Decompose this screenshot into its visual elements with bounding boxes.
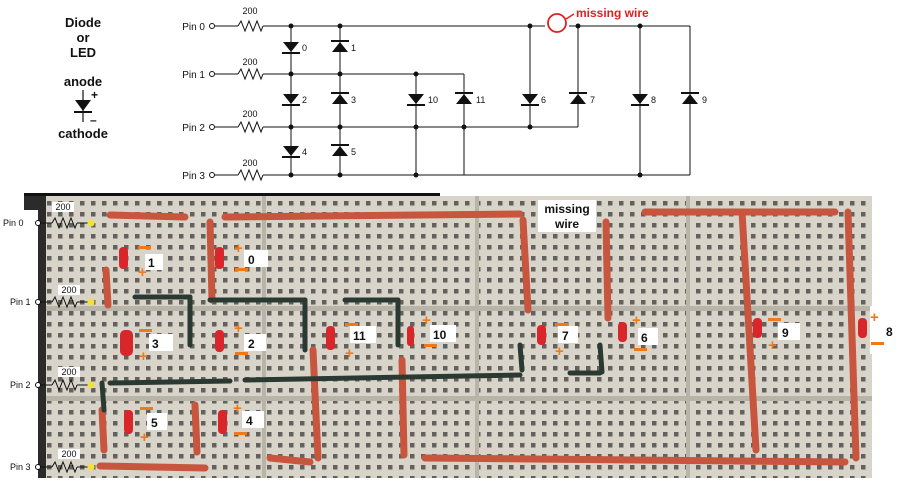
breadboard-pin-0-label: Pin 0 <box>3 218 24 228</box>
led-7-label: 7 <box>562 329 569 343</box>
breadboard-leds: + 1 + 0 + 3 + 2 <box>119 240 893 446</box>
schematic-diode-label-11: 11 <box>476 95 485 105</box>
schematic-diode-label-10: 10 <box>428 95 438 105</box>
legend-anode-label: anode <box>64 74 102 89</box>
breadboard-missing-wire-box <box>538 200 596 232</box>
led-8-label: 8 <box>886 325 893 339</box>
schematic-pin-1-label: Pin 1 <box>182 70 205 81</box>
led-2-plus: + <box>234 320 243 337</box>
led-7: + 7 <box>537 323 578 360</box>
schematic-pin-0-label: Pin 0 <box>182 22 205 33</box>
schematic-diode-label-5: 5 <box>351 147 356 157</box>
led-8: + 8 <box>858 306 893 354</box>
led-6-label: 6 <box>641 331 648 345</box>
led-9: + 9 <box>753 318 800 354</box>
schematic-diode-label-0: 0 <box>302 43 307 53</box>
led-5: + 5 <box>124 407 167 446</box>
schematic-pin-2-label: Pin 2 <box>182 123 205 134</box>
dark-wires <box>99 294 605 413</box>
schematic-resistor-2-value: 200 <box>242 109 257 119</box>
led-2: + 2 <box>215 320 266 355</box>
schematic-diode-label-1: 1 <box>351 43 356 53</box>
led-6: + 6 <box>618 312 658 351</box>
led-1-plus: + <box>138 264 147 281</box>
missing-wire-marker <box>547 13 567 33</box>
led-0-plus: + <box>234 240 243 257</box>
schematic-row-pin-2 <box>209 120 578 134</box>
led-1-label: 1 <box>148 256 155 270</box>
breadboard-resistor-0-value: 200 <box>55 202 70 212</box>
schematic-resistor-1-value: 200 <box>242 57 257 67</box>
led-3-plus: + <box>139 348 148 365</box>
led-4-plus: + <box>233 400 242 417</box>
led-5-plus: + <box>140 429 149 446</box>
schematic-resistor-3-value: 200 <box>242 158 257 168</box>
schematic <box>209 13 699 182</box>
legend-cathode-label: cathode <box>58 126 108 141</box>
legend-plus: + <box>91 88 98 102</box>
breadboard-pin-1-label: Pin 1 <box>10 297 31 307</box>
schematic-pin-3-label: Pin 3 <box>182 171 205 182</box>
schematic-diode-label-7: 7 <box>590 95 595 105</box>
schematic-diode-label-9: 9 <box>702 95 707 105</box>
breadboard-resistor-3-value: 200 <box>61 449 76 459</box>
led-4: + 4 <box>218 400 264 435</box>
schematic-row-pin-1 <box>209 67 464 81</box>
schematic-row-pin-3 <box>209 168 690 182</box>
schematic-resistor-0-value: 200 <box>242 6 257 16</box>
led-1: + 1 <box>119 246 163 281</box>
legend-minus: – <box>90 113 97 127</box>
legend-diode-icon <box>74 90 92 122</box>
breadboard-resistor-2-value: 200 <box>61 367 76 377</box>
legend-title-line-2: or <box>77 30 90 45</box>
led-10: + 10 <box>407 312 456 347</box>
led-11: + 11 <box>326 323 376 362</box>
diode-legend: Diode or LED anode + – cathode <box>58 15 108 141</box>
led-6-plus: + <box>632 312 641 329</box>
led-5-label: 5 <box>151 416 158 430</box>
missing-wire-label: missing wire <box>576 6 649 20</box>
led-10-plus: + <box>422 312 431 329</box>
schematic-row-pin-0 <box>209 19 690 33</box>
schematic-diode-label-4: 4 <box>302 147 307 157</box>
breadboard-missing-wire-line-1: missing <box>544 202 589 216</box>
led-3-label: 3 <box>152 337 159 351</box>
breadboard-pin-labels: Pin 0 Pin 1 Pin 2 Pin 3 200 200 200 200 <box>3 202 80 472</box>
led-9-plus: + <box>768 337 777 354</box>
led-3: + 3 <box>120 329 173 365</box>
schematic-diodes <box>282 40 699 158</box>
led-2-label: 2 <box>248 337 255 351</box>
led-11-plus: + <box>345 345 354 362</box>
breadboard-resistor-1-value: 200 <box>61 285 76 295</box>
led-0: + 0 <box>215 240 268 271</box>
legend-title-line-1: Diode <box>65 15 101 30</box>
led-4-label: 4 <box>246 414 253 428</box>
led-7-plus: + <box>555 343 564 360</box>
led-8-plus: + <box>870 309 879 326</box>
schematic-diode-label-3: 3 <box>351 95 356 105</box>
schematic-junctions <box>288 23 643 178</box>
breadboard-missing-wire-line-2: wire <box>554 217 579 231</box>
schematic-diode-label-2: 2 <box>302 95 307 105</box>
schematic-diode-label-6: 6 <box>541 95 546 105</box>
legend-title-line-3: LED <box>70 45 96 60</box>
breadboard-pin-2-label: Pin 2 <box>10 380 31 390</box>
led-10-label: 10 <box>433 328 447 342</box>
led-0-label: 0 <box>248 253 255 267</box>
schematic-labels: Pin 0 Pin 1 Pin 2 Pin 3 200 200 200 200 … <box>182 6 707 182</box>
schematic-diode-label-8: 8 <box>651 95 656 105</box>
breadboard-pin-3-label: Pin 3 <box>10 462 31 472</box>
led-9-label: 9 <box>782 326 789 340</box>
led-11-label: 11 <box>353 329 366 343</box>
